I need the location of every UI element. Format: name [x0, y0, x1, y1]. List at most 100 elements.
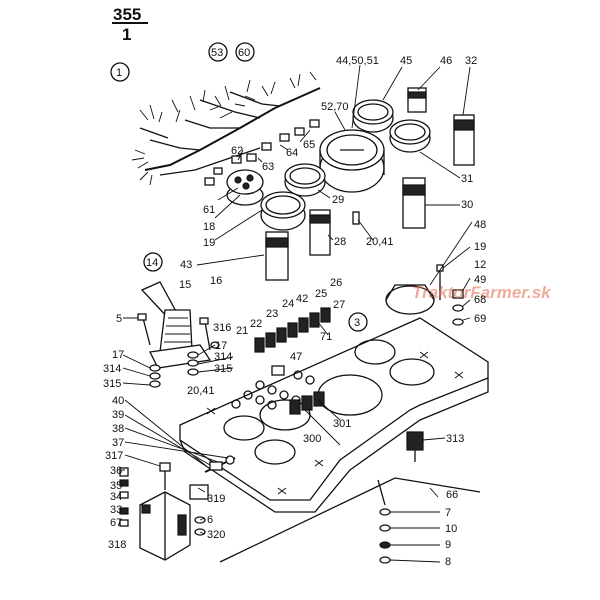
part-label: 44,50,51	[336, 55, 379, 67]
lamp-46	[407, 87, 427, 113]
part-label: 315	[103, 378, 121, 390]
part-label: 10	[445, 523, 457, 535]
dome-lamp-48	[385, 284, 435, 315]
part-label: 314	[103, 363, 121, 375]
lamp-28	[309, 209, 331, 256]
part-label: 45	[400, 55, 412, 67]
part-label: 24	[282, 298, 294, 310]
part-label: 20,41	[366, 236, 394, 248]
part-label: 36	[110, 465, 122, 477]
part-label: 17	[112, 349, 124, 361]
part-label: 317	[105, 450, 123, 462]
dashboard-panel	[179, 317, 489, 513]
gauge-large-speedometer	[319, 129, 385, 193]
part-label: 47	[290, 351, 302, 363]
part-label: 12	[474, 259, 486, 271]
part-label: 28	[334, 236, 346, 248]
part-label: 37	[112, 437, 124, 449]
callout-14: 14	[143, 252, 163, 272]
watermark-text: TraktorFarmer.sk	[412, 283, 552, 302]
part-label: 16	[210, 275, 222, 287]
part-label: 38	[112, 423, 124, 435]
part-label: 71	[320, 331, 332, 343]
nut-49	[452, 289, 464, 299]
part-label: 19	[474, 241, 486, 253]
part-label: 42	[296, 293, 308, 305]
gauge-45	[352, 99, 394, 133]
bolt-316	[199, 317, 211, 351]
part-label: 9	[445, 539, 451, 551]
part-label: 23	[266, 308, 278, 320]
hardware-33-36	[119, 462, 171, 527]
callout-3: 3	[348, 312, 368, 332]
part-label: 5	[116, 313, 122, 325]
svg-text:3: 3	[354, 317, 360, 329]
rocker-switch-row	[254, 307, 331, 353]
part-label: 40	[112, 395, 124, 407]
part-label: 20,41	[187, 385, 215, 397]
gauge-29	[284, 163, 326, 197]
sheet-number: 355	[113, 5, 141, 24]
part-label: 7	[445, 507, 451, 519]
switch-group-301	[289, 391, 325, 415]
part-label: 33	[110, 504, 122, 516]
part-label: 318	[108, 539, 126, 551]
part-label: 25	[315, 288, 327, 300]
lamp-43	[265, 231, 289, 281]
part-label: 22	[250, 318, 262, 330]
part-label: 319	[207, 493, 225, 505]
part-label: 315	[214, 363, 232, 375]
hardware-7-10	[379, 508, 391, 564]
callout-1: 1	[110, 62, 130, 82]
part-label: 63	[262, 161, 274, 173]
part-label: 17	[215, 340, 227, 352]
part-label: 29	[332, 194, 344, 206]
part-label: 35	[110, 480, 122, 492]
cable-66	[219, 477, 481, 563]
svg-text:60: 60	[238, 47, 250, 59]
gauge-19	[260, 191, 306, 231]
hardware-319-320	[189, 484, 209, 536]
part-label: 46	[440, 55, 452, 67]
part-label: 320	[207, 529, 225, 541]
control-lever	[140, 281, 212, 369]
part-label: 67	[110, 517, 122, 529]
part-label: 32	[465, 55, 477, 67]
part-label: 300	[303, 433, 321, 445]
wiring-harness	[131, 71, 321, 186]
part-label: 316	[213, 322, 231, 334]
part-label: 313	[446, 433, 464, 445]
part-label: 65	[303, 139, 315, 151]
mounting-bracket-318	[139, 491, 191, 561]
part-label: 18	[203, 221, 215, 233]
part-label: 68	[474, 294, 486, 306]
svg-text:1: 1	[116, 67, 122, 79]
part-label: 27	[333, 299, 345, 311]
bolt-5	[137, 313, 151, 346]
part-label: 64	[286, 147, 298, 159]
part-label: 52,70	[321, 101, 349, 113]
svg-text:14: 14	[146, 257, 158, 269]
part-label: 6	[207, 514, 213, 526]
part-label: 43	[180, 259, 192, 271]
leader-lines	[120, 64, 473, 563]
lamp-30	[402, 177, 426, 229]
switch-cluster-18	[226, 169, 264, 206]
indicator-holes	[231, 370, 315, 410]
part-label: 19	[203, 237, 215, 249]
part-label: 30	[461, 199, 473, 211]
part-label: 61	[203, 204, 215, 216]
part-label: 48	[474, 219, 486, 231]
part-label: 66	[446, 489, 458, 501]
callout-60: 60	[235, 42, 255, 62]
gauge-31	[389, 119, 431, 153]
part-label: 49	[474, 274, 486, 286]
part-label: 21	[236, 325, 248, 337]
part-label: 34	[110, 491, 122, 503]
sheet-subnumber: 1	[122, 25, 131, 44]
switch-47	[271, 365, 285, 376]
part-label: 62	[231, 145, 243, 157]
part-labels: 44,50,51 45 46 32 52,70 65 64 62 63 31 3…	[103, 55, 486, 568]
